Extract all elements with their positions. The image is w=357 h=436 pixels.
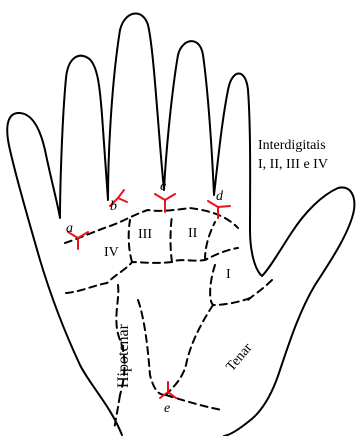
triradius-e-label: e (164, 401, 170, 416)
tenar-label: Tenar (224, 340, 256, 374)
triradius-c-label: c (160, 179, 167, 194)
triradius-b-label: b (110, 199, 117, 214)
region-IV-label: IV (104, 245, 119, 260)
region-II-label: II (188, 226, 198, 241)
hand-outline (7, 14, 354, 436)
interdigital-title: Interdigitais (258, 138, 326, 153)
interdigital-list: I, II, III e IV (258, 157, 328, 172)
region-boundaries (65, 208, 272, 430)
triradius-a-label: a (66, 221, 73, 236)
region-III-label: III (138, 227, 152, 242)
region-I-label: I (226, 267, 231, 282)
triradius-d-label: d (216, 189, 224, 204)
hipotenar-label: Hipotenar (115, 323, 132, 388)
